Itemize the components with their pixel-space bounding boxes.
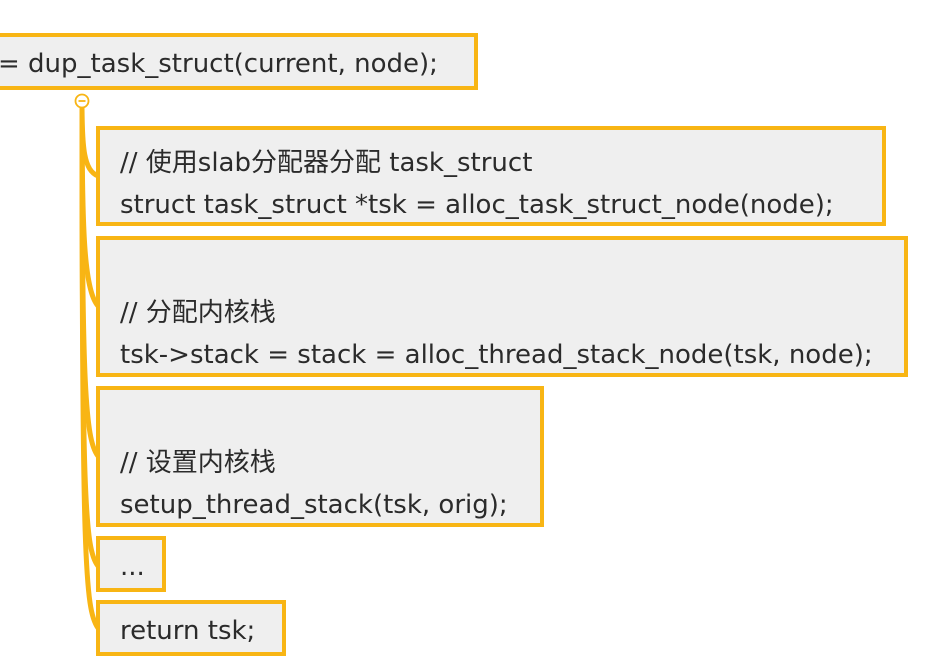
root-node-label: = dup_task_struct(current, node); xyxy=(0,49,438,79)
connector-5 xyxy=(79,98,101,631)
child-node-setup-stack[interactable]: // 设置内核栈 setup_thread_stack(tsk, orig); xyxy=(96,386,544,527)
comment-line: // 使用slab分配器分配 task_struct xyxy=(120,148,533,178)
child-node-return[interactable]: return tsk; xyxy=(96,600,286,656)
code-line: tsk->stack = stack = alloc_thread_stack_… xyxy=(120,340,873,370)
comment-line: // 设置内核栈 xyxy=(120,448,276,478)
code-line: struct task_struct *tsk = alloc_task_str… xyxy=(120,190,834,220)
code-line: setup_thread_stack(tsk, orig); xyxy=(120,490,508,520)
root-node[interactable]: = dup_task_struct(current, node); xyxy=(0,33,478,90)
comment-line: // 分配内核栈 xyxy=(120,298,276,328)
collapse-toggle[interactable] xyxy=(74,93,90,109)
child-node-slab-alloc[interactable]: // 使用slab分配器分配 task_struct struct task_s… xyxy=(96,126,886,226)
child-node-alloc-stack[interactable]: // 分配内核栈 tsk->stack = stack = alloc_thre… xyxy=(96,236,908,377)
ellipsis-label: ... xyxy=(120,552,145,582)
code-line: return tsk; xyxy=(120,616,256,646)
child-node-ellipsis[interactable]: ... xyxy=(96,536,166,592)
